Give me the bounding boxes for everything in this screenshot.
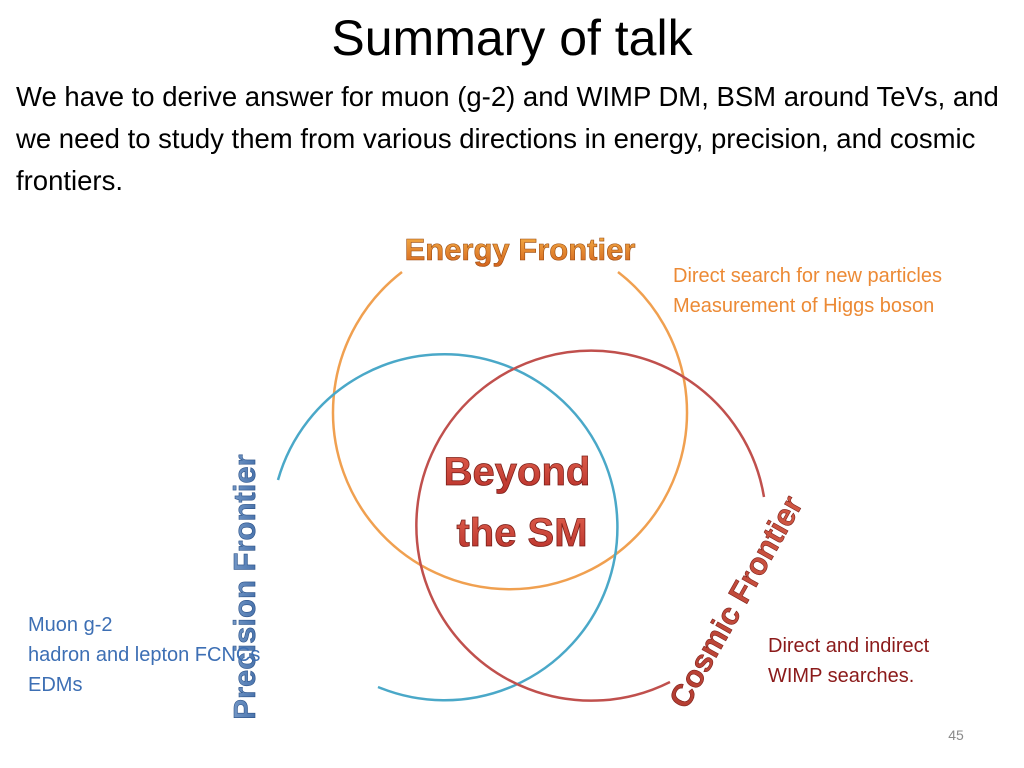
precision-note-line: hadron and lepton FCNCs xyxy=(28,644,261,666)
precision-notes: Muon g-2 hadron and lepton FCNCs EDMs xyxy=(28,610,260,700)
energy-note-line: Measurement of Higgs boson xyxy=(673,295,935,317)
energy-note-line: Direct search for new particles xyxy=(673,265,942,287)
precision-note-line: EDMs xyxy=(28,674,83,696)
cosmic-circle xyxy=(415,349,766,702)
precision-circle xyxy=(276,353,619,702)
page-number: 45 xyxy=(948,727,964,743)
energy-frontier-label: Energy Frontier xyxy=(405,232,636,267)
center-label-line1: Beyond xyxy=(444,450,591,494)
cosmic-note-line: Direct and indirect xyxy=(768,635,930,657)
center-label-line2: the SM xyxy=(456,511,587,555)
energy-circle xyxy=(331,271,689,591)
precision-frontier-label: Precision Frontier xyxy=(227,454,262,719)
precision-note-line: Muon g-2 xyxy=(28,614,113,636)
intro-paragraph: We have to derive answer for muon (g-2) … xyxy=(16,81,999,196)
slide-title: Summary of talk xyxy=(331,10,693,66)
energy-notes: Direct search for new particles Measurem… xyxy=(673,261,942,321)
cosmic-note-line: WIMP searches. xyxy=(768,665,915,687)
cosmic-notes: Direct and indirect WIMP searches. xyxy=(768,631,929,691)
